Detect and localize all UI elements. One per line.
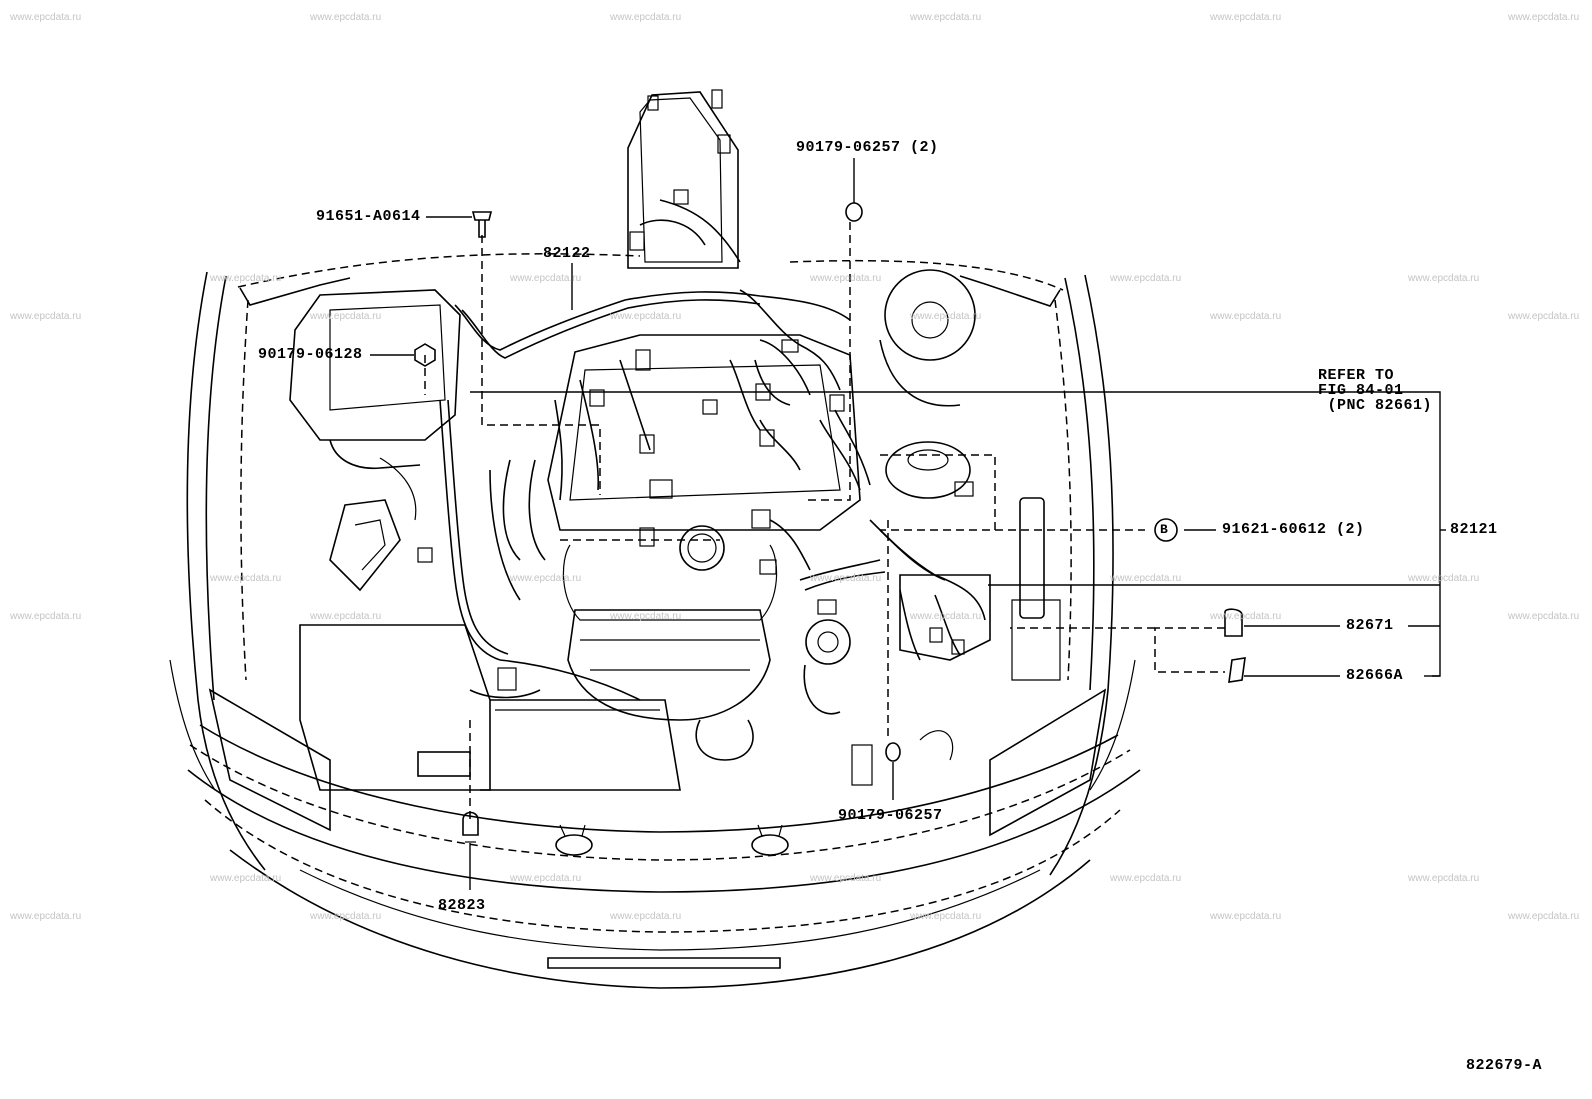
watermark: www.epcdata.ru [310, 911, 382, 922]
watermark: www.epcdata.ru [210, 873, 282, 884]
watermark: www.epcdata.ru [1210, 911, 1282, 922]
callout-82666a: 82666A [1346, 667, 1404, 684]
watermark: www.epcdata.ru [510, 573, 582, 584]
watermark: www.epcdata.ru [910, 911, 982, 922]
callout-91651-a0614: 91651-A0614 [316, 208, 421, 225]
watermark: www.epcdata.ru [10, 911, 82, 922]
watermark: www.epcdata.ru [1408, 573, 1480, 584]
callout-90179-06128: 90179-06128 [258, 346, 363, 363]
watermark: www.epcdata.ru [610, 311, 682, 322]
watermark: www.epcdata.ru [810, 873, 882, 884]
fastener-symbols [414, 202, 1246, 843]
callout-refer-to-fig-84-01: REFER TO FIG 84-01 (PNC 82661) [1318, 367, 1433, 414]
callout-91621-60612-2: 91621-60612 (2) [1222, 521, 1365, 538]
watermark: www.epcdata.ru [610, 12, 682, 23]
watermark: www.epcdata.ru [310, 611, 382, 622]
watermark: www.epcdata.ru [1408, 873, 1480, 884]
wire-harness-82121 [417, 339, 986, 701]
watermark: www.epcdata.ru [210, 573, 282, 584]
watermark: www.epcdata.ru [1210, 12, 1282, 23]
dashed-reference-lines [424, 222, 1225, 820]
watermark: www.epcdata.ru [1508, 611, 1580, 622]
watermark: www.epcdata.ru [910, 611, 982, 622]
callout-leader-lines [370, 158, 1446, 890]
watermark: www.epcdata.ru [1508, 12, 1580, 23]
watermark: www.epcdata.ru [1508, 911, 1580, 922]
watermark: www.epcdata.ru [10, 311, 82, 322]
marker-b: B [1160, 522, 1169, 537]
callout-82121: 82121 [1450, 521, 1498, 538]
wire-harness-82122 [454, 289, 851, 406]
watermark: www.epcdata.ru [1210, 611, 1282, 622]
watermark: www.epcdata.ru [1508, 311, 1580, 322]
watermark: www.epcdata.ru [1110, 273, 1182, 284]
watermark: www.epcdata.ru [610, 911, 682, 922]
callout-82823: 82823 [438, 897, 486, 914]
watermark: www.epcdata.ru [510, 873, 582, 884]
watermark: www.epcdata.ru [810, 573, 882, 584]
watermark: www.epcdata.ru [310, 311, 382, 322]
callout-82671: 82671 [1346, 617, 1394, 634]
watermark: www.epcdata.ru [810, 273, 882, 284]
watermark: www.epcdata.ru [1210, 311, 1282, 322]
watermark: www.epcdata.ru [1408, 273, 1480, 284]
watermark: www.epcdata.ru [610, 611, 682, 622]
watermark: www.epcdata.ru [1110, 573, 1182, 584]
callout-82122: 82122 [543, 245, 591, 262]
callout-90179-06257: 90179-06257 [838, 807, 943, 824]
vehicle-body-outline [169, 253, 1141, 989]
callout-90179-06257-2: 90179-06257 (2) [796, 139, 939, 156]
watermark: www.epcdata.ru [510, 273, 582, 284]
engine-assembly [289, 89, 1061, 791]
watermark: www.epcdata.ru [210, 273, 282, 284]
watermark: www.epcdata.ru [910, 311, 982, 322]
diagram-id: 822679-A [1466, 1057, 1543, 1074]
watermark: www.epcdata.ru [310, 12, 382, 23]
watermark: www.epcdata.ru [10, 611, 82, 622]
watermark: www.epcdata.ru [10, 12, 82, 23]
watermark: www.epcdata.ru [1110, 873, 1182, 884]
watermark: www.epcdata.ru [910, 12, 982, 23]
